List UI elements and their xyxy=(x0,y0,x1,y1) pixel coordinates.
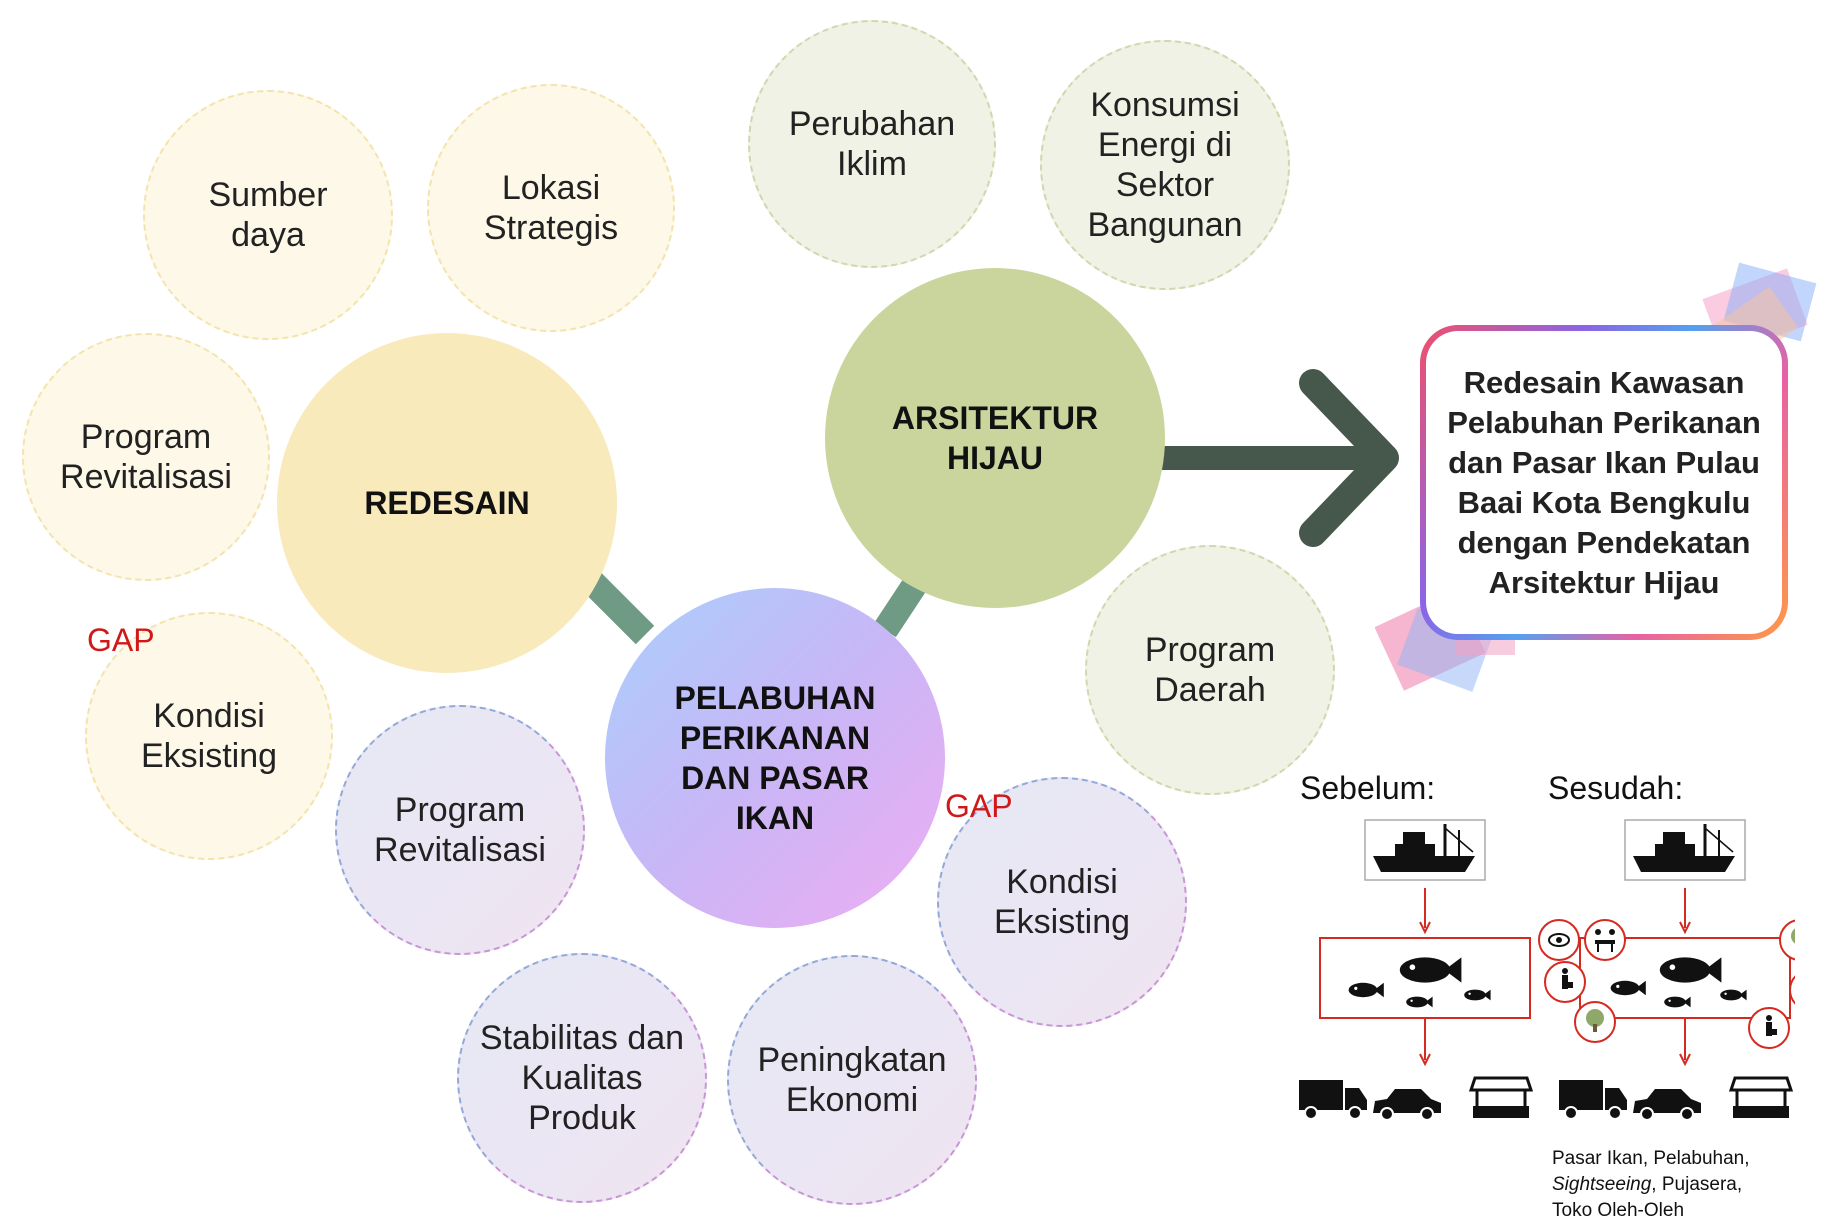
gap-label-right: GAP xyxy=(945,788,1013,824)
fish-icon xyxy=(1399,957,1462,983)
connector-redesain-pelabuhan xyxy=(580,570,655,645)
node-redesain: REDESAIN xyxy=(277,333,617,673)
result-arrow xyxy=(1160,369,1399,547)
tree-icon xyxy=(1779,919,1795,961)
car-icon xyxy=(1372,1088,1442,1121)
eye-icon xyxy=(1538,919,1580,961)
ship-icon xyxy=(1363,818,1487,882)
gap-label-left: GAP xyxy=(87,622,155,658)
market-stall-icon xyxy=(1469,1076,1533,1120)
dining-icon xyxy=(1584,919,1626,961)
after-caption: Pasar Ikan, Pelabuhan, Sightseeing, Puja… xyxy=(1552,1148,1750,1221)
family-icon xyxy=(1789,975,1795,1005)
result-text: Redesain Kawasan Pelabuhan Perikanan dan… xyxy=(1426,331,1782,634)
result-box: Redesain Kawasan Pelabuhan Perikanan dan… xyxy=(1420,325,1788,640)
after-heading: Sesudah: xyxy=(1548,770,1684,806)
before-heading: Sebelum: xyxy=(1300,770,1436,806)
truck-icon xyxy=(1298,1079,1368,1120)
person-bag-icon xyxy=(1544,961,1586,1003)
before-after-illustration xyxy=(1298,818,1795,1121)
connector-arsitektur-pelabuhan xyxy=(874,572,929,638)
